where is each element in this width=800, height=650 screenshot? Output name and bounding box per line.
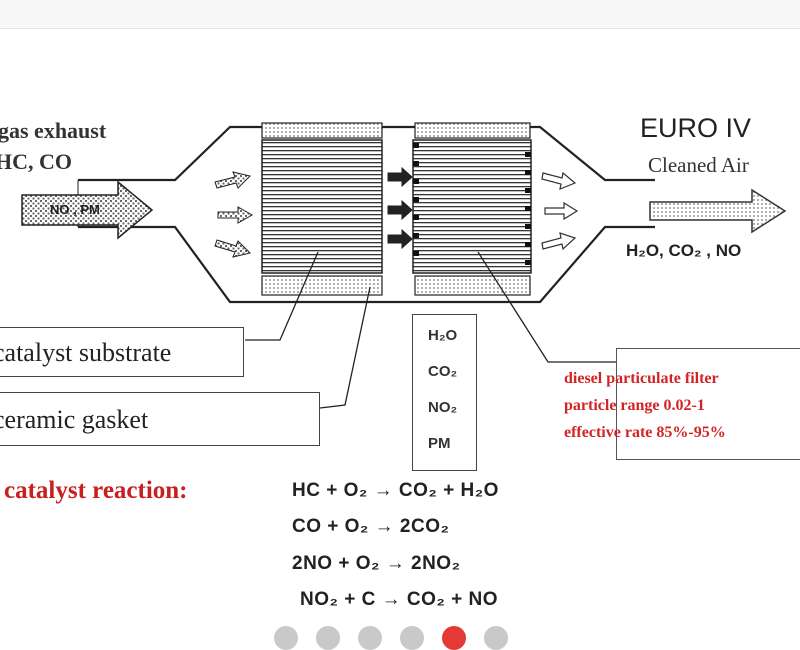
- carousel-dot-active[interactable]: [442, 626, 466, 650]
- carousel-dot[interactable]: [484, 626, 508, 650]
- equation-1: HC + O₂ → CO₂ + H₂O: [292, 480, 499, 501]
- outlet-products: H₂O, CO₂ , NO: [626, 241, 742, 260]
- carousel-dot[interactable]: [358, 626, 382, 650]
- dpf-line-2: particle range 0.02-1: [564, 397, 705, 414]
- gas-h2o: H₂O: [428, 327, 458, 344]
- gas-co2: CO₂: [428, 363, 458, 380]
- catalyst-substrate: [261, 139, 383, 274]
- gasket-top-right: [414, 122, 531, 139]
- slide: gas exhaust HC, CO NO , PM EURO IV Clean…: [0, 30, 800, 645]
- inlet-label-1: gas exhaust: [0, 118, 107, 143]
- dpf-box: [616, 348, 800, 460]
- catalyst-substrate-label: catalyst substrate: [0, 338, 172, 367]
- cleaned-air-label: Cleaned Air: [648, 153, 749, 177]
- equation-2: CO + O₂ → 2CO₂: [292, 516, 450, 537]
- carousel-indicator: [274, 626, 508, 650]
- inlet-label-2: HC, CO: [0, 149, 72, 174]
- leader-substrate: [245, 251, 319, 341]
- inflow-arrows: [214, 171, 254, 258]
- inlet-arrow: [21, 180, 154, 240]
- particulate-filter: [412, 139, 532, 274]
- dpf-line-1: diesel particulate filter: [564, 370, 719, 387]
- gas-pm: PM: [428, 435, 451, 452]
- dpf-line-3: effective rate 85%-95%: [564, 424, 726, 441]
- top-bar: [0, 0, 800, 29]
- leader-dpf: [477, 251, 618, 363]
- leader-gasket: [319, 286, 371, 409]
- gasket-bottom-right: [414, 275, 531, 296]
- gases-box: H₂O CO₂ NO₂ PM: [412, 314, 477, 471]
- equation-4: NO₂ + C → CO₂ + NO: [300, 589, 498, 610]
- middle-arrows: [387, 166, 413, 250]
- catalyst-substrate-box: catalyst substrate: [0, 327, 244, 377]
- ceramic-gasket-box: ceramic gasket: [0, 392, 320, 446]
- equation-3: 2NO + O₂ → 2NO₂: [292, 553, 461, 574]
- carousel-dot[interactable]: [274, 626, 298, 650]
- gasket-bottom-left: [261, 275, 383, 296]
- catalytic-converter-diagram: [21, 122, 787, 409]
- converter-housing: [78, 125, 655, 304]
- gasket-top-left: [261, 122, 383, 139]
- carousel-dot[interactable]: [400, 626, 424, 650]
- outlet-arrow: [649, 188, 787, 234]
- reaction-title: catalyst reaction:: [4, 477, 188, 504]
- inlet-arrow-text: NO , PM: [50, 202, 100, 217]
- ceramic-gasket-label: ceramic gasket: [0, 405, 149, 434]
- euro-label: EURO IV: [640, 113, 752, 143]
- outflow-arrows: [541, 171, 579, 251]
- carousel-dot[interactable]: [316, 626, 340, 650]
- gas-no2: NO₂: [428, 399, 458, 416]
